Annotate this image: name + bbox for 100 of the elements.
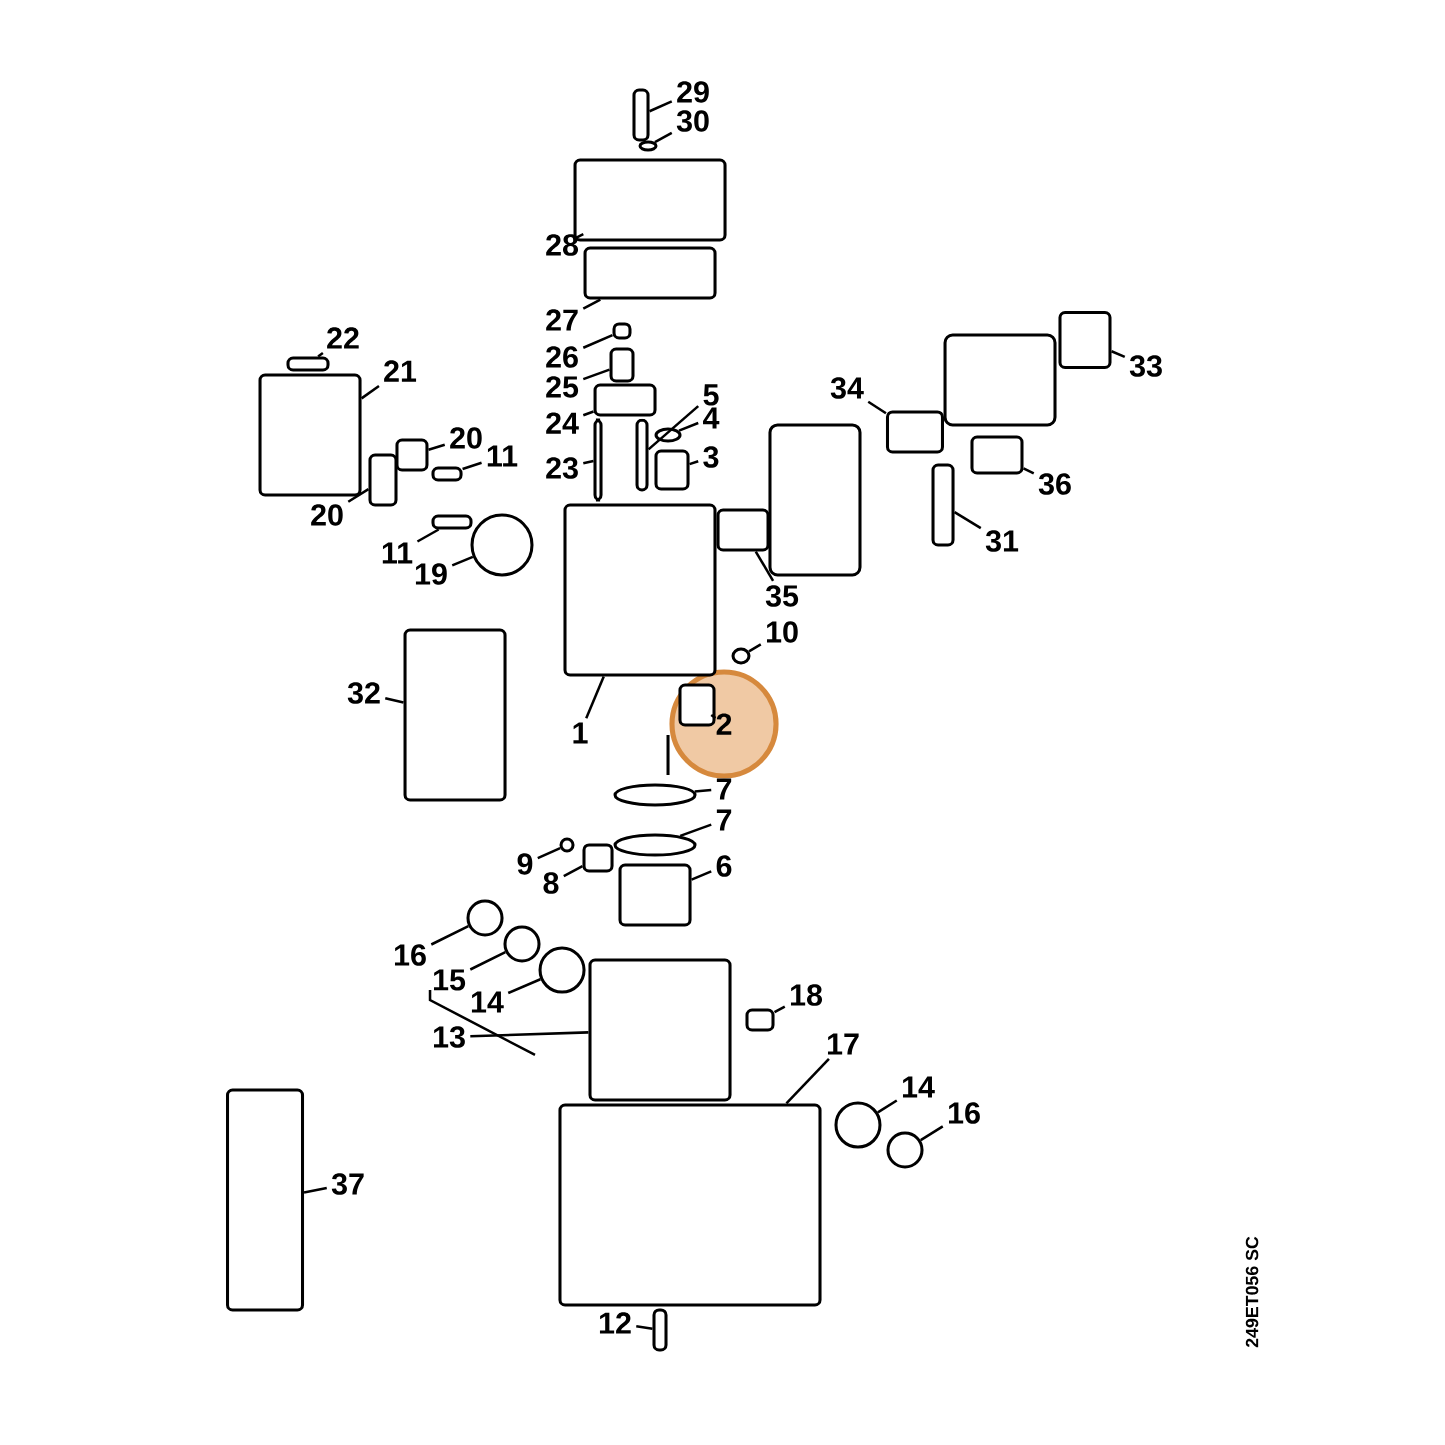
leader-line (563, 865, 584, 878)
part-box (403, 628, 507, 802)
callout-number: 11 (487, 445, 518, 467)
leader-line (416, 528, 440, 543)
ring (654, 427, 682, 443)
part-box (612, 322, 632, 340)
callout-number: 11 (382, 542, 413, 564)
callout-number: 31 (985, 530, 1019, 552)
leader-line (920, 1125, 944, 1142)
leader-line (754, 550, 775, 582)
part-box (635, 418, 649, 492)
callout-number: 9 (517, 853, 533, 875)
callout-number: 36 (1038, 473, 1071, 495)
ring (731, 647, 751, 665)
leader-line (785, 1057, 830, 1105)
leader-line (582, 298, 601, 310)
part-box (593, 418, 603, 502)
leader-line (583, 459, 594, 465)
leader-line (636, 1325, 653, 1331)
leader-line (451, 555, 474, 567)
callout-number: 30 (676, 110, 709, 132)
leader-line (572, 232, 584, 241)
leader-line (647, 405, 700, 451)
callout-number: 28 (546, 234, 579, 256)
round-part (466, 899, 504, 937)
callout-number: 35 (765, 585, 799, 607)
callout-number: 3 (703, 446, 719, 468)
leader-line (430, 925, 469, 946)
part-box (593, 383, 657, 417)
leader-line (428, 443, 446, 452)
leader-line (585, 676, 605, 719)
part-box (431, 514, 473, 530)
part-box (745, 1008, 775, 1032)
round-part (559, 837, 575, 853)
leader-line (582, 410, 594, 417)
callout-number: 7 (716, 809, 732, 831)
leader-line (582, 333, 613, 349)
leader-line (582, 368, 610, 381)
leader-line (694, 788, 712, 793)
part-box (368, 453, 398, 507)
callout-number: 18 (791, 984, 823, 1006)
callout-number: 20 (311, 504, 343, 526)
callout-number: 1 (573, 722, 588, 744)
part-box (588, 958, 732, 1102)
callout-number: 26 (546, 346, 578, 368)
part-box (609, 347, 635, 383)
callout-number: 20 (450, 427, 482, 449)
callout-number: 15 (434, 969, 466, 991)
leader-line (537, 846, 561, 860)
part-box (652, 1308, 668, 1352)
leader-line (867, 400, 887, 415)
callout-number: 8 (543, 872, 559, 894)
round-part (538, 946, 586, 994)
callout-number: 6 (716, 855, 732, 877)
leader-line (649, 100, 673, 113)
leader-line (384, 696, 404, 704)
callout-number: 21 (384, 360, 417, 382)
round-part (886, 1131, 924, 1169)
ring (613, 833, 697, 857)
leader-line (679, 823, 712, 838)
callout-number: 25 (546, 376, 579, 398)
callout-number: 14 (903, 1076, 935, 1098)
callout-number: 27 (546, 309, 578, 331)
part-box (716, 508, 770, 552)
leader-line (654, 131, 673, 144)
leader-line (470, 1031, 589, 1038)
part-box (931, 463, 955, 547)
leader-line (507, 978, 541, 995)
callout-number: 2 (716, 713, 732, 735)
part-box (258, 373, 362, 497)
part-box (583, 246, 717, 300)
drawing-code: 249ET056 SC (1245, 1236, 1259, 1348)
part-box (563, 503, 717, 677)
round-part (470, 513, 534, 577)
part-box (226, 1088, 305, 1312)
part-box (431, 466, 463, 482)
leader-line (689, 460, 699, 466)
leader-line (748, 643, 762, 653)
callout-number: 7 (716, 778, 732, 800)
part-box (970, 435, 1024, 475)
callout-number: 23 (546, 457, 578, 479)
callout-number: 5 (703, 384, 719, 406)
leader-line (469, 951, 506, 971)
leader-line (347, 488, 370, 503)
part-box (286, 356, 330, 372)
callout-number: 22 (327, 327, 359, 349)
callout-number: 19 (415, 563, 447, 585)
leader-line (953, 510, 982, 530)
part-box (395, 438, 429, 472)
callout-number: 29 (677, 81, 709, 103)
leader-line (710, 713, 717, 720)
round-part (834, 1101, 882, 1149)
leader-line (317, 351, 324, 358)
callout-number: 37 (331, 1173, 364, 1195)
leader-line (1022, 467, 1035, 475)
leader-line (462, 461, 482, 471)
leader-line (1111, 350, 1126, 359)
leader-line (773, 1005, 786, 1014)
part-box (558, 1103, 822, 1307)
round-part (503, 925, 541, 963)
